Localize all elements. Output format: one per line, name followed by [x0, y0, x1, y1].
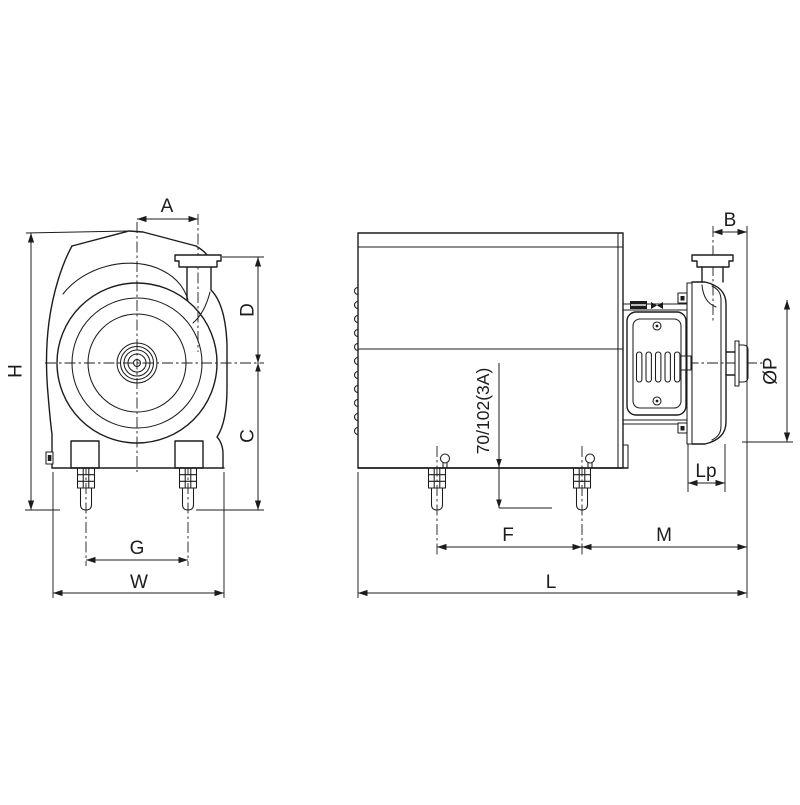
left-pedestal [70, 440, 100, 469]
casing-middle-circle [71, 297, 203, 429]
casing-inner-contour [711, 285, 722, 441]
casing-body-side [691, 281, 727, 445]
housing-top-outline [71, 230, 197, 247]
right-pedestal [174, 440, 204, 469]
dim-label-B: B [724, 210, 737, 231]
outlet-ferrule-side [691, 254, 734, 268]
suction-ferrule-disc [738, 344, 749, 383]
leveling-pin-rear [584, 453, 596, 464]
front-pump-casing [45, 230, 228, 469]
dim-label-H: H [6, 364, 27, 378]
clamp-lever [651, 302, 663, 309]
volute-spiral-curve [62, 262, 189, 301]
lantern-bracket [622, 301, 692, 425]
volute-cutwater-curve [192, 291, 211, 324]
dim-label-C: C [238, 429, 259, 443]
outlet-ferrule-front [174, 254, 222, 268]
dim-label-A: A [161, 196, 174, 217]
base-step [622, 444, 629, 469]
side-dimensions: B ØP Lp 70/102(3A) F M L [357, 210, 793, 598]
dim-label-shaft-height: 70/102(3A) [473, 368, 493, 455]
dim-label-D: D [238, 303, 259, 317]
dim-label-G: G [130, 538, 145, 559]
casing-back-plate [686, 282, 693, 445]
bracket-screw-top [652, 321, 662, 331]
dim-label-port-diameter: ØP [761, 357, 782, 384]
motor [353, 232, 624, 469]
dim-label-F: F [502, 525, 514, 546]
front-view: H A D C G W [6, 196, 264, 598]
outlet-bend-curve [701, 284, 717, 308]
casing-outer-circle [56, 282, 218, 444]
vent-slots [635, 351, 681, 383]
front-feet [45, 440, 225, 511]
motor-cooling-fins [353, 286, 359, 436]
dim-label-W: W [130, 572, 148, 593]
housing-left-outline [45, 245, 73, 469]
side-feet [357, 444, 629, 511]
casing-inner-circle [87, 313, 187, 413]
suction-ferrule-lip [734, 340, 740, 387]
hub-ring-outer [116, 342, 158, 384]
leveling-pin-front [439, 453, 451, 464]
front-dimensions: H A D C G W [6, 196, 264, 598]
dim-label-Lp: Lp [695, 461, 716, 482]
dim-label-M: M [656, 525, 672, 546]
shaft-center [132, 358, 142, 368]
bracket-outline [626, 311, 687, 416]
dim-label-L: L [546, 572, 557, 593]
bracket-screw-bottom [652, 396, 662, 406]
side-view: B ØP Lp 70/102(3A) F M L [353, 210, 793, 598]
pump-head [677, 254, 749, 445]
hub-ring-inner [119, 345, 155, 381]
housing-right-outline [210, 266, 228, 469]
